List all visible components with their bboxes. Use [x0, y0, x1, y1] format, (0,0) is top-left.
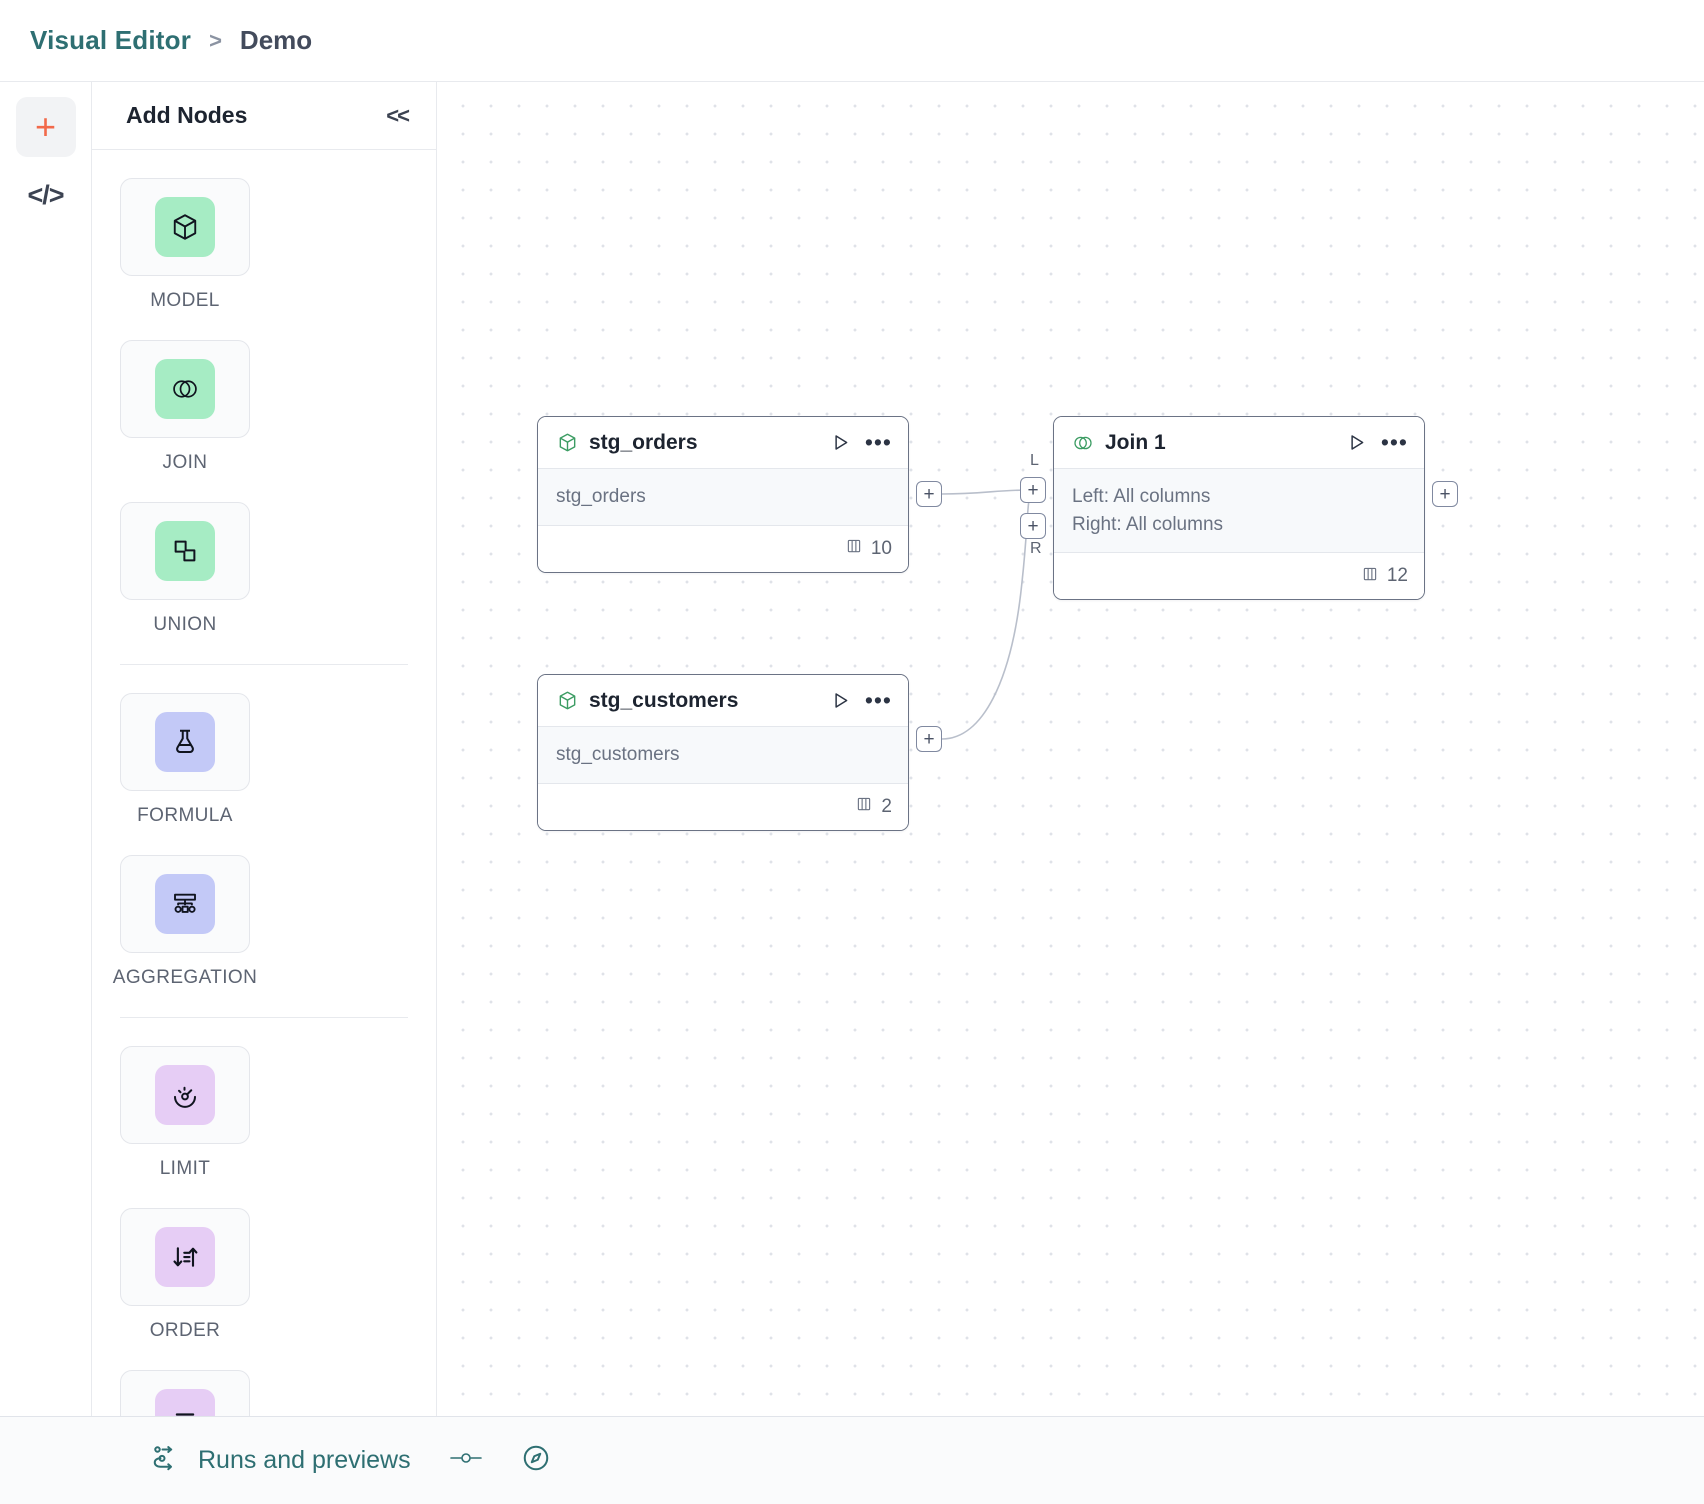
node-header: stg_customers ••• — [538, 675, 908, 727]
join-left-columns: Left: All columns — [1072, 486, 1211, 507]
union-icon — [155, 521, 215, 581]
breadcrumb-root[interactable]: Visual Editor — [30, 25, 192, 55]
node-stg-orders[interactable]: stg_orders ••• stg_orders — [537, 416, 909, 573]
sort-icon — [155, 1227, 215, 1287]
palette-label-model: MODEL — [150, 290, 220, 311]
palette-item-aggregation[interactable]: AGGREGATION — [113, 855, 257, 989]
palette-item-limit[interactable]: LIMIT — [120, 1046, 250, 1180]
app-header: Visual Editor > Demo — [0, 0, 1704, 82]
add-node-rail-button[interactable]: + — [15, 97, 76, 157]
palette-label-order: ORDER — [149, 1320, 221, 1341]
cube-icon — [556, 432, 578, 454]
palette-group-sources: MODEL JOIN — [120, 178, 408, 636]
gauge-icon — [155, 1065, 215, 1125]
canvas-footer-toolbar: Runs and previews — [0, 1416, 1704, 1504]
palette-label-union: UNION — [153, 614, 217, 635]
palette-label-formula: FORMULA — [137, 805, 233, 826]
code-icon: </> — [27, 179, 64, 210]
venn-icon — [155, 359, 215, 419]
venn-icon — [1072, 432, 1094, 454]
join-tile[interactable] — [120, 340, 250, 438]
run-node-button[interactable] — [830, 432, 851, 453]
panel-title: Add Nodes — [126, 102, 248, 128]
node-header: stg_orders ••• — [538, 417, 908, 469]
palette-item-order[interactable]: ORDER — [120, 1208, 250, 1342]
runs-and-previews-label: Runs and previews — [198, 1446, 411, 1474]
node-header: Join 1 ••• — [1054, 417, 1424, 469]
app-body: + </> Add Nodes << — [0, 82, 1704, 1503]
cube-icon — [556, 690, 578, 712]
zoom-slider-control[interactable] — [449, 1448, 483, 1473]
node-title: stg_customers — [589, 688, 739, 712]
node-body: stg_orders — [538, 469, 908, 526]
input-handle-join-right[interactable]: + — [1020, 513, 1046, 539]
output-handle-stg-customers[interactable]: + — [916, 726, 942, 752]
run-node-button[interactable] — [830, 690, 851, 711]
join-right-columns: Right: All columns — [1072, 513, 1224, 535]
input-tag-left: L — [1030, 452, 1039, 469]
union-tile[interactable] — [120, 502, 250, 600]
palette-divider-2 — [120, 1017, 408, 1018]
node-footer: 12 — [1054, 553, 1424, 600]
columns-icon — [845, 537, 863, 560]
palette-group-transforms: FORMULA — [113, 693, 408, 989]
left-icon-rail: + </> — [0, 82, 92, 1416]
runs-and-previews-button[interactable]: Runs and previews — [150, 1443, 411, 1478]
node-footer: 10 — [538, 525, 908, 572]
limit-tile[interactable] — [120, 1046, 250, 1144]
edge-customers-to-join — [941, 499, 1030, 740]
palette-item-formula[interactable]: FORMULA — [120, 693, 250, 827]
aggregation-tile[interactable] — [120, 855, 250, 953]
aggregation-icon — [155, 874, 215, 934]
flow-canvas[interactable]: stg_orders ••• stg_orders — [437, 82, 1704, 1416]
plus-icon: + — [34, 106, 57, 147]
column-count: 10 — [870, 537, 892, 559]
node-stg-customers[interactable]: stg_customers ••• stg_customers — [537, 674, 909, 831]
panel-header: Add Nodes << — [92, 82, 436, 150]
node-body: Left: All columns Right: All columns — [1054, 469, 1424, 554]
model-tile[interactable] — [120, 178, 250, 276]
output-handle-join-1[interactable]: + — [1432, 481, 1458, 507]
node-menu-button[interactable]: ••• — [864, 429, 892, 455]
palette-divider-1 — [120, 664, 408, 665]
palette-item-union[interactable]: UNION — [120, 502, 250, 636]
output-handle-stg-orders[interactable]: + — [916, 481, 942, 507]
input-tag-right: R — [1030, 540, 1042, 557]
palette-label-aggregation: AGGREGATION — [112, 967, 258, 988]
pipeline-icon — [150, 1443, 180, 1478]
node-menu-button[interactable]: ••• — [864, 687, 892, 713]
breadcrumb-separator: > — [209, 27, 222, 53]
node-footer: 2 — [538, 783, 908, 830]
run-node-button[interactable] — [1346, 432, 1367, 453]
add-nodes-panel: Add Nodes << — [92, 82, 437, 1503]
node-title: Join 1 — [1105, 430, 1166, 454]
node-palette: MODEL JOIN — [92, 150, 436, 1504]
edge-orders-to-join — [941, 489, 1030, 495]
fit-view-compass-button[interactable] — [521, 1443, 551, 1478]
node-menu-button[interactable]: ••• — [1380, 429, 1408, 455]
flask-icon — [155, 712, 215, 772]
palette-label-limit: LIMIT — [159, 1158, 211, 1179]
columns-icon — [855, 795, 873, 818]
palette-label-join: JOIN — [162, 452, 208, 473]
breadcrumb-leaf[interactable]: Demo — [239, 25, 313, 55]
code-view-rail-button[interactable]: </> — [16, 165, 76, 225]
slider-icon — [449, 1448, 483, 1473]
node-title: stg_orders — [589, 430, 698, 454]
cube-icon — [155, 197, 215, 257]
order-tile[interactable] — [120, 1208, 250, 1306]
node-source-name: stg_customers — [556, 744, 680, 765]
node-body: stg_customers — [538, 727, 908, 784]
column-count: 2 — [881, 795, 892, 817]
formula-tile[interactable] — [120, 693, 250, 791]
column-count: 12 — [1386, 565, 1408, 587]
columns-icon — [1361, 565, 1379, 588]
node-source-name: stg_orders — [556, 486, 646, 507]
collapse-panel-icon[interactable]: << — [386, 102, 410, 128]
compass-icon — [521, 1443, 551, 1478]
palette-item-join[interactable]: JOIN — [120, 340, 250, 474]
input-handle-join-left[interactable]: + — [1020, 477, 1046, 503]
node-join-1[interactable]: Join 1 ••• Left: All columns Right: All … — [1053, 416, 1425, 601]
palette-item-model[interactable]: MODEL — [120, 178, 250, 312]
